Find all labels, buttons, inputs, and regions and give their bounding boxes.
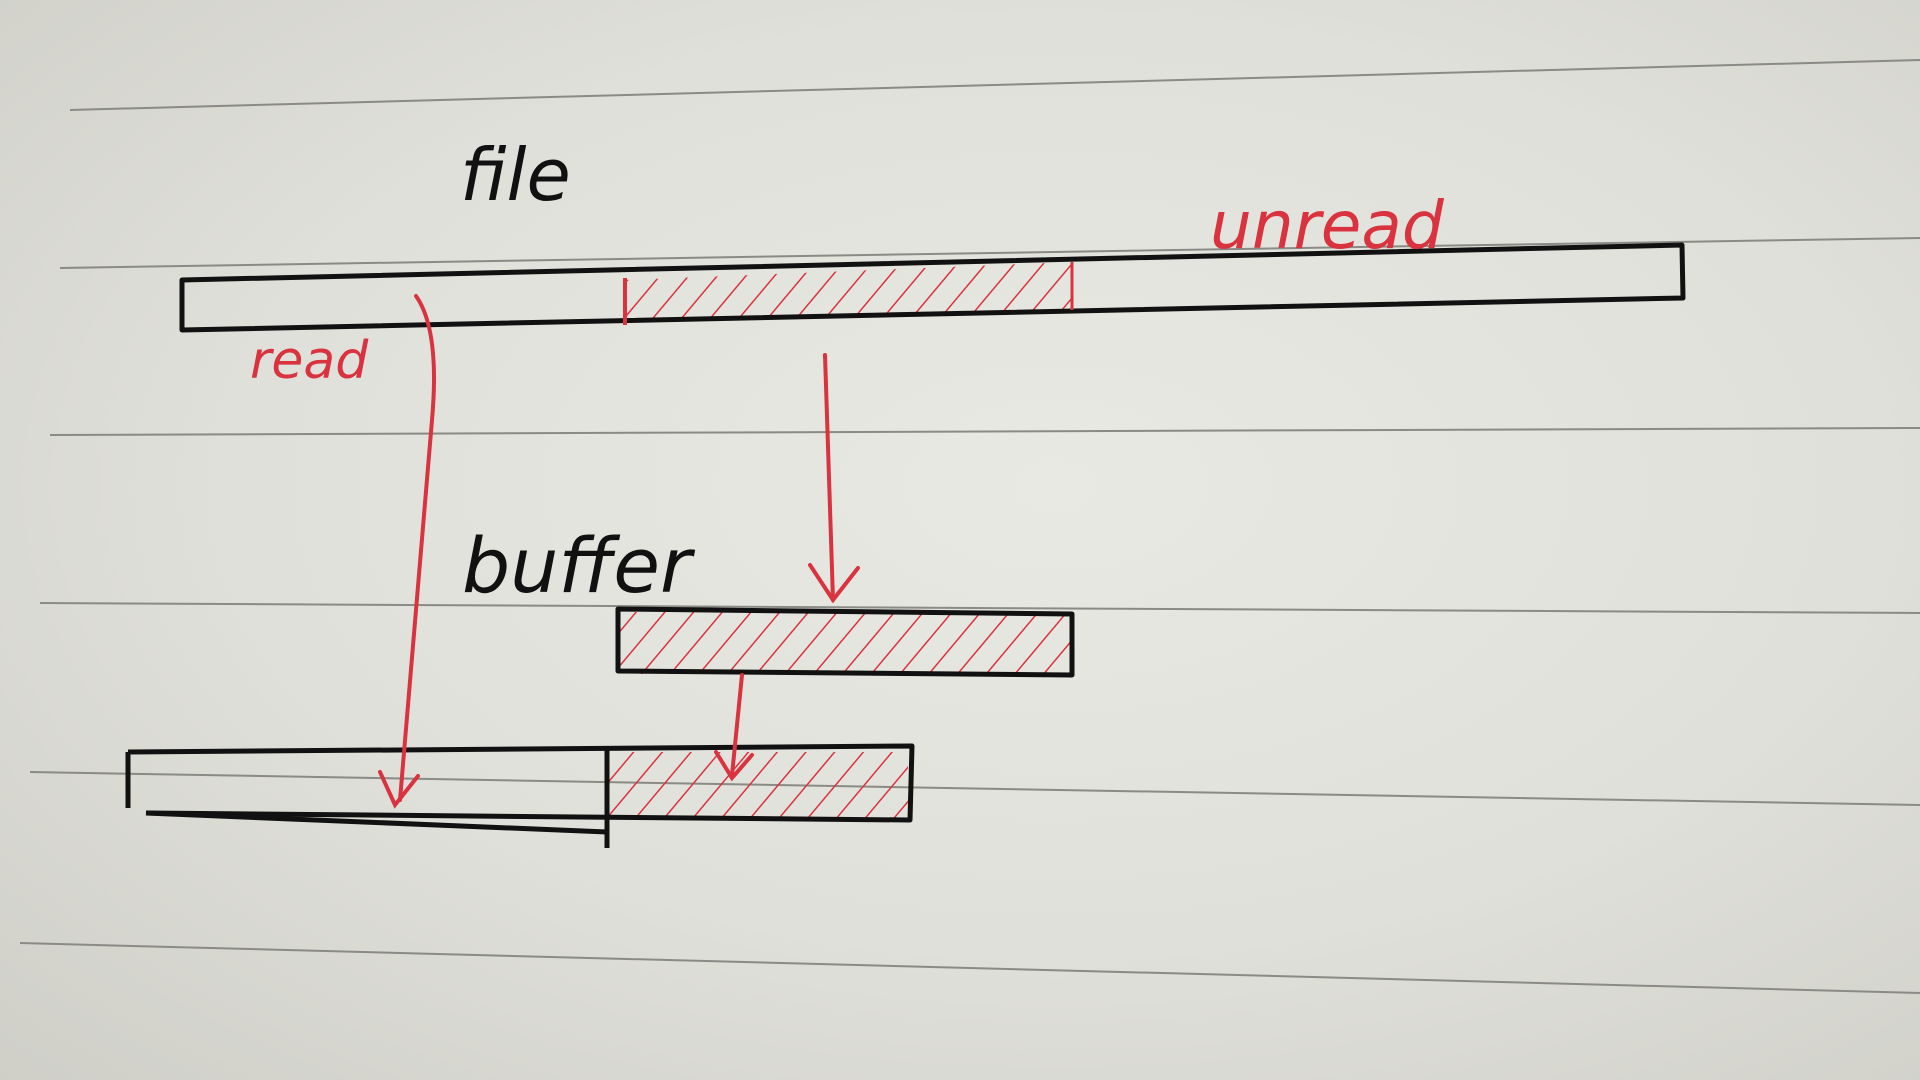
rule-line: [39, 602, 1920, 614]
read-label: read: [250, 331, 369, 391]
file-unread-segment-hatch: [625, 262, 1072, 323]
rule-line: [69, 59, 1920, 111]
rule-line: [19, 942, 1920, 994]
read-arrow: [378, 294, 436, 809]
buffer-to-output-arrow-head: [714, 750, 754, 782]
rule-line: [49, 427, 1920, 436]
output-bar-bottom-left: [145, 810, 608, 835]
file-bar: [179, 242, 1686, 333]
file-to-buffer-arrow-shaft: [823, 353, 835, 602]
file-label: file: [460, 133, 571, 217]
read-arrow-shaft: [398, 294, 436, 802]
unread-label: unread: [1210, 187, 1445, 264]
file-bar-outline: [179, 242, 1686, 333]
buffer-to-output-arrow: [714, 673, 754, 782]
rule-line: [29, 771, 1920, 806]
output-bar: [125, 743, 915, 848]
buffer-to-output-arrow-shaft: [730, 673, 744, 777]
file-to-buffer-arrow-head: [808, 563, 860, 604]
ruled-lines: [19, 59, 1920, 994]
buffer-hatch: [620, 612, 1072, 674]
buffer-bar: [615, 606, 1075, 678]
output-bar-outline: [127, 743, 915, 823]
output-filled-segment-hatch: [608, 752, 908, 820]
buffer-label: buffer: [462, 521, 696, 610]
buffer-bar-outline: [615, 606, 1075, 678]
file-to-buffer-arrow: [808, 353, 860, 604]
read-arrow-head: [378, 770, 420, 809]
rule-line: [59, 237, 1920, 269]
